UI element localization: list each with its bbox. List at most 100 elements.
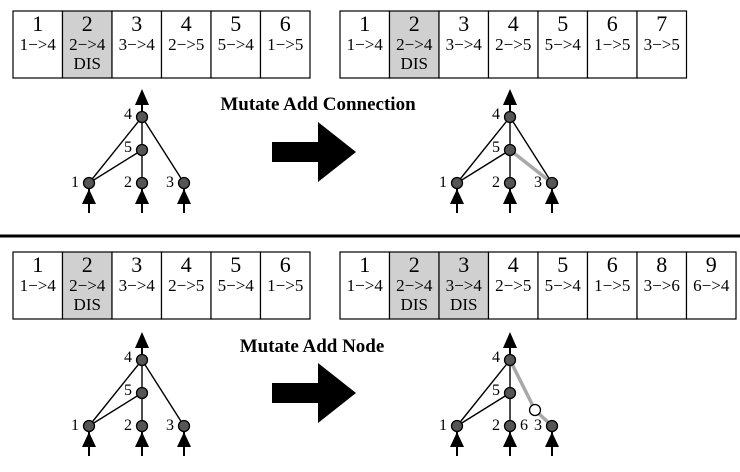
gene-disabled-label: DIS [450,295,477,314]
gene-cell: 55−>4 [537,251,589,320]
gene-box [160,251,212,320]
node-label: 3 [534,174,542,191]
node-label: 2 [492,417,500,434]
gene-innovation-number: 2 [82,11,93,36]
node-label: 6 [520,417,528,434]
gene-cell: 96−>4 [685,251,737,320]
node [135,143,149,157]
section-add-connection: 11−>422−>4DIS33−>442−>555−>461−>511−>422… [12,10,688,213]
input-arrow-icon [135,432,149,447]
node-label: 2 [492,174,500,191]
gene-connection: 2−>4 [396,276,433,295]
gene-cell: 11−>4 [339,10,391,79]
gene-box [160,10,212,79]
node [545,419,559,433]
input-arrow-icon [545,189,559,204]
gene-connection: 2−>5 [168,35,204,54]
gene-cell: 33−>4 [111,251,163,320]
node [135,176,149,190]
new-connection-edge [508,359,537,411]
gene-box [636,10,688,79]
node [82,419,96,433]
gene-box [586,251,638,320]
gene-box [210,10,262,79]
node-label: 5 [124,382,132,399]
gene-cell: 61−>5 [586,251,638,320]
node [177,419,191,433]
input-arrow-icon [450,189,464,204]
output-arrow-icon [503,89,517,105]
gene-box [61,251,113,320]
gene-box [259,251,311,320]
gene-innovation-number: 1 [32,11,43,36]
gene-innovation-number: 7 [656,11,667,36]
node-label: 4 [124,106,132,123]
connection-edge [88,392,143,427]
gene-cell: 61−>5 [259,10,311,79]
gene-cell: 11−>4 [12,251,64,320]
gene-disabled-label: DIS [401,295,428,314]
node [450,419,464,433]
gene-box [586,10,638,79]
gene-connection: 3−>4 [446,276,483,295]
node-label: 4 [492,349,500,366]
gene-connection: 2−>5 [168,276,204,295]
gene-cell: 83−>6 [636,251,688,320]
node [135,110,149,124]
gene-innovation-number: 6 [280,252,291,277]
gene-box [61,10,113,79]
connection-edge [456,116,511,184]
gene-cell: 55−>4 [210,251,262,320]
gene-box [636,251,688,320]
gene-connection: 3−>5 [644,35,680,54]
input-arrow-icon [545,432,559,447]
transform-arrow-icon [272,363,356,423]
node-label: 5 [492,139,500,156]
node-label: 1 [439,417,447,434]
connection-edge [456,359,511,427]
gene-cell: 73−>5 [636,10,688,79]
gene-connection: 1−>4 [20,35,57,54]
gene-innovation-number: 3 [131,252,142,277]
node-label: 2 [124,417,132,434]
node [503,386,517,400]
connection-edge [509,116,553,184]
node-label: 1 [71,174,79,191]
gene-innovation-number: 5 [230,11,241,36]
connection-edge [141,116,185,184]
output-arrow-icon [135,332,149,348]
input-arrow-icon [82,432,96,447]
gene-innovation-number: 4 [181,11,192,36]
gene-connection: 1−>4 [347,35,384,54]
node [545,176,559,190]
gene-connection: 1−>5 [267,276,303,295]
node-label: 3 [166,417,174,434]
node-label: 3 [166,174,174,191]
input-arrow-icon [503,189,517,204]
node [503,143,517,157]
connection-edge [456,149,511,184]
node [135,353,149,367]
gene-cell: 11−>4 [12,10,64,79]
gene-innovation-number: 6 [280,11,291,36]
gene-connection: 2−>5 [495,276,531,295]
gene-innovation-number: 4 [508,11,519,36]
gene-cell: 33−>4 [111,10,163,79]
gene-connection: 1−>5 [594,276,630,295]
gene-connection: 3−>6 [644,276,680,295]
input-arrow-icon [177,189,191,204]
gene-connection: 2−>4 [396,35,433,54]
gene-cell: 42−>5 [487,251,539,320]
gene-box [537,251,589,320]
gene-connection: 1−>5 [267,35,303,54]
gene-connection: 1−>4 [20,276,57,295]
input-arrow-icon [503,432,517,447]
gene-box [438,10,490,79]
gene-connection: 5−>4 [545,276,582,295]
gene-box [111,251,163,320]
